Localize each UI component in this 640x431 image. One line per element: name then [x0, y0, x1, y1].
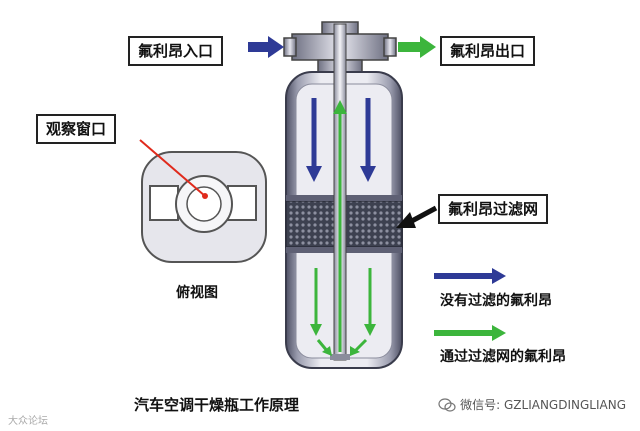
legend-filtered-label: 通过过滤网的氟利昂	[440, 349, 566, 365]
corner-watermark: 大众论坛	[8, 416, 48, 427]
wechat-watermark-text: 微信号: GZLIANGDINGLIANG	[460, 398, 626, 412]
legend-filtered-arrow	[434, 325, 506, 341]
inlet-arrow	[248, 36, 284, 58]
top-view-illustration	[141, 151, 267, 263]
inlet-label: 氟利昂入口	[128, 36, 224, 66]
legend-unfiltered-label: 没有过滤的氟利昂	[440, 293, 552, 309]
outlet-label: 氟利昂出口	[440, 36, 536, 66]
filtered-flow-arrows	[310, 100, 376, 356]
diagram-caption: 汽车空调干燥瓶工作原理	[134, 396, 300, 414]
top-view-label: 俯视图	[176, 285, 218, 301]
outlet-arrow	[398, 36, 436, 58]
wechat-icon	[438, 397, 456, 412]
unfiltered-flow-arrows	[306, 98, 376, 182]
legend-unfiltered-arrow	[434, 268, 506, 284]
filter-screen-label: 氟利昂过滤网	[438, 194, 549, 224]
sight-window-pointer-dot	[202, 193, 208, 199]
sight-window-label: 观察窗口	[36, 114, 117, 144]
filter-pointer-arrow	[396, 205, 438, 228]
wechat-watermark: 微信号: GZLIANGDINGLIANG	[438, 396, 626, 413]
sight-window-pointer	[139, 139, 206, 197]
